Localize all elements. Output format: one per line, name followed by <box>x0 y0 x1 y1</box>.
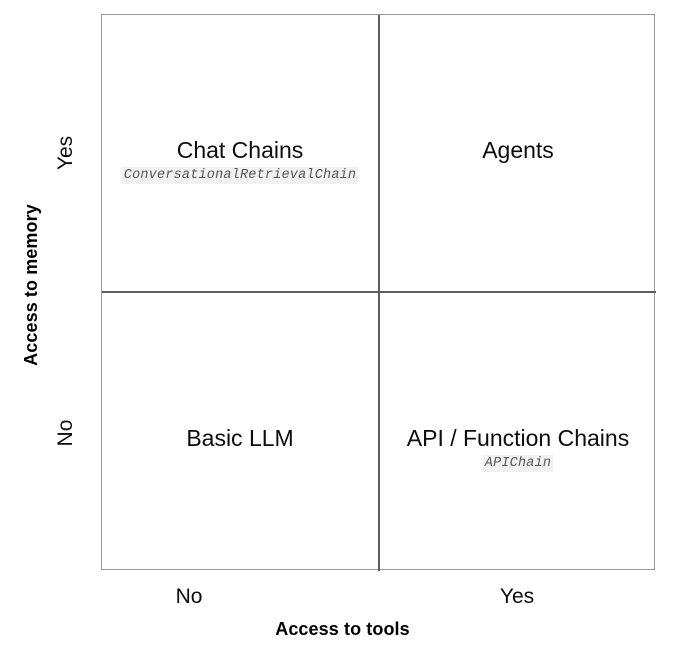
quadrant-top-left-content: Chat Chains ConversationalRetrievalChain <box>102 137 378 185</box>
quadrant-top-left-subtitle: ConversationalRetrievalChain <box>121 167 359 184</box>
quadrant-bottom-right-title: API / Function Chains <box>406 425 630 451</box>
quadrant-bottom-right: API / Function Chains APIChain <box>380 293 656 571</box>
vertical-divider-line <box>378 15 380 571</box>
quadrant-bottom-left-content: Basic LLM <box>102 425 378 453</box>
matrix-plot-area: Chat Chains ConversationalRetrievalChain… <box>101 14 656 571</box>
quadrant-bottom-right-subtitle: APIChain <box>482 455 554 472</box>
quadrant-top-right-content: Agents <box>380 137 656 165</box>
quadrant-top-left-title: Chat Chains <box>176 137 304 163</box>
quadrant-top-left-subtitle-wrap: ConversationalRetrievalChain <box>102 165 378 185</box>
quadrant-top-left: Chat Chains ConversationalRetrievalChain <box>102 15 378 291</box>
quadrant-top-right-title: Agents <box>482 137 554 163</box>
x-axis-tick-no: No <box>175 585 203 608</box>
quadrant-bottom-left-title: Basic LLM <box>186 425 294 451</box>
y-axis-title: Access to memory <box>21 204 41 366</box>
quadrant-bottom-right-subtitle-wrap: APIChain <box>380 453 656 473</box>
x-axis-title: Access to tools <box>275 619 410 639</box>
quadrant-bottom-right-content: API / Function Chains APIChain <box>380 425 656 473</box>
quadrant-bottom-left: Basic LLM <box>102 293 378 571</box>
quadrant-top-right: Agents <box>380 15 656 291</box>
horizontal-divider-line <box>102 291 656 293</box>
y-axis-tick-yes: Yes <box>54 135 77 171</box>
x-axis-tick-yes: Yes <box>499 585 535 608</box>
y-axis-tick-no: No <box>54 419 77 447</box>
